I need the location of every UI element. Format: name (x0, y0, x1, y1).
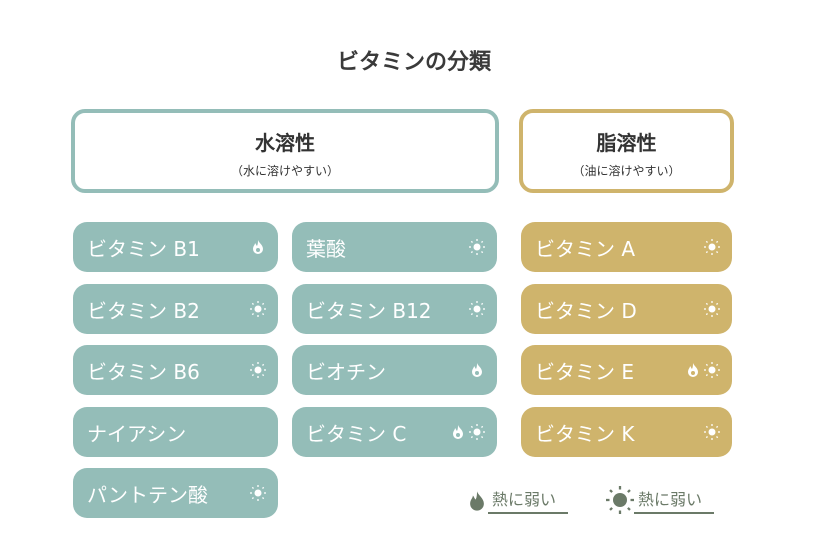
sun-icon (469, 239, 485, 255)
vitamin-label: ビタミン D (535, 298, 637, 323)
sun-icon (704, 424, 720, 440)
fat-subtitle: （油に溶けやすい） (572, 164, 681, 178)
vitamin-card: ビタミン B1 (73, 222, 278, 272)
vitamin-label: ビタミン B1 (87, 236, 200, 261)
vitamin-icons (250, 362, 266, 378)
vitamin-label: ビタミン B6 (87, 359, 200, 384)
vitamin-icons (685, 362, 720, 378)
vitamin-label: ビオチン (306, 359, 386, 384)
legend-label: 熱に弱い (634, 486, 715, 514)
sun-icon (704, 362, 720, 378)
page-title: ビタミンの分類 (336, 50, 491, 75)
vitamin-card: ビタミン K (521, 407, 732, 457)
sun-icon (250, 301, 266, 317)
sun-icon (704, 239, 720, 255)
vitamin-label: ビタミン C (306, 421, 407, 446)
vitamin-icons (250, 485, 266, 501)
vitamin-card: ビタミン C (292, 407, 497, 457)
vitamin-card: ビタミン A (521, 222, 732, 272)
sun-icon (469, 301, 485, 317)
vitamin-label: パントテン酸 (87, 482, 208, 507)
vitamin-card: パントテン酸 (73, 468, 278, 518)
vitamin-card: ビタミン E (521, 345, 732, 395)
legend-sun: 熱に弱い (606, 486, 715, 514)
flame-icon (470, 491, 484, 511)
sun-icon (469, 424, 485, 440)
water-heading: 水溶性 (255, 131, 315, 155)
vitamin-card: ビオチン (292, 345, 497, 395)
vitamin-label: ビタミン B12 (306, 298, 432, 323)
water-soluble-header: 水溶性 （水に溶けやすい） (71, 109, 499, 193)
water-subtitle: （水に溶けやすい） (230, 164, 339, 178)
vitamin-icons (450, 424, 485, 440)
vitamin-card: ビタミン D (521, 284, 732, 334)
vitamin-card: ビタミン B12 (292, 284, 497, 334)
vitamin-icons (250, 239, 266, 255)
vitamin-label: ビタミン E (535, 359, 634, 384)
sun-icon (606, 486, 634, 514)
vitamin-card: ナイアシン (73, 407, 278, 457)
vitamin-icons (469, 239, 485, 255)
vitamin-icons (704, 424, 720, 440)
sun-icon (250, 485, 266, 501)
vitamin-card: ビタミン B6 (73, 345, 278, 395)
flame-icon (253, 240, 263, 254)
vitamin-icons (469, 301, 485, 317)
vitamin-icons (250, 301, 266, 317)
vitamin-label: ビタミン B2 (87, 298, 200, 323)
fat-soluble-header: 脂溶性 （油に溶けやすい） (519, 109, 734, 193)
flame-icon (688, 363, 698, 377)
sun-icon (704, 301, 720, 317)
vitamin-icons (704, 239, 720, 255)
flame-icon (472, 363, 482, 377)
legend-label: 熱に弱い (488, 486, 569, 514)
vitamin-card: ビタミン B2 (73, 284, 278, 334)
sun-icon (250, 362, 266, 378)
flame-icon (453, 425, 463, 439)
vitamin-icons (704, 301, 720, 317)
fat-heading: 脂溶性 (596, 131, 657, 155)
legend-flame: 熱に弱い (466, 486, 569, 514)
vitamin-icons (469, 362, 485, 378)
vitamin-label: ナイアシン (87, 421, 187, 446)
vitamin-label: 葉酸 (306, 236, 346, 261)
vitamin-card: 葉酸 (292, 222, 497, 272)
vitamin-label: ビタミン K (535, 421, 635, 446)
vitamin-label: ビタミン A (535, 236, 636, 261)
